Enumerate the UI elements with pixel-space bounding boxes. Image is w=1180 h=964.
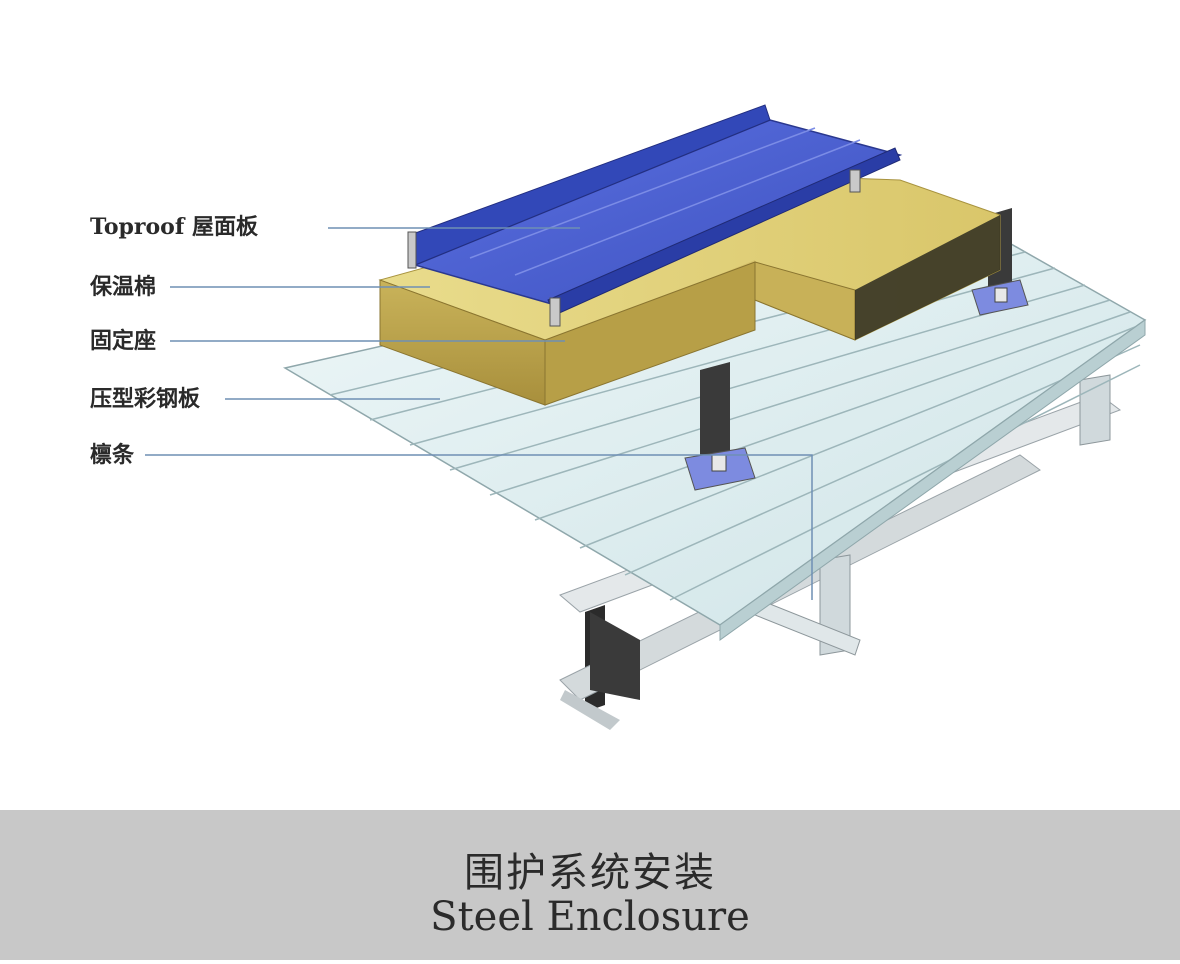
fixing-bracket-front: [684, 362, 756, 491]
fixing-bracket-back: [971, 208, 1029, 316]
leader-purlin: [145, 454, 813, 600]
purlin-section: [754, 374, 1111, 656]
label-purlin: 檩条: [90, 442, 135, 468]
roof-panel: [407, 104, 903, 327]
label-steel-sheet: 压型彩钢板: [90, 386, 201, 412]
label-toproof: Toproof 屋面板: [90, 214, 258, 240]
label-insulation: 保温棉: [90, 274, 157, 300]
roof-system-diagram: [145, 104, 1147, 730]
caption-title-chinese: 围护系统安装: [464, 850, 716, 896]
caption-bar: 围护系统安装 Steel Enclosure: [0, 810, 1180, 960]
label-fixing-seat: 固定座: [90, 328, 157, 354]
caption-title-english: Steel Enclosure: [430, 894, 750, 940]
